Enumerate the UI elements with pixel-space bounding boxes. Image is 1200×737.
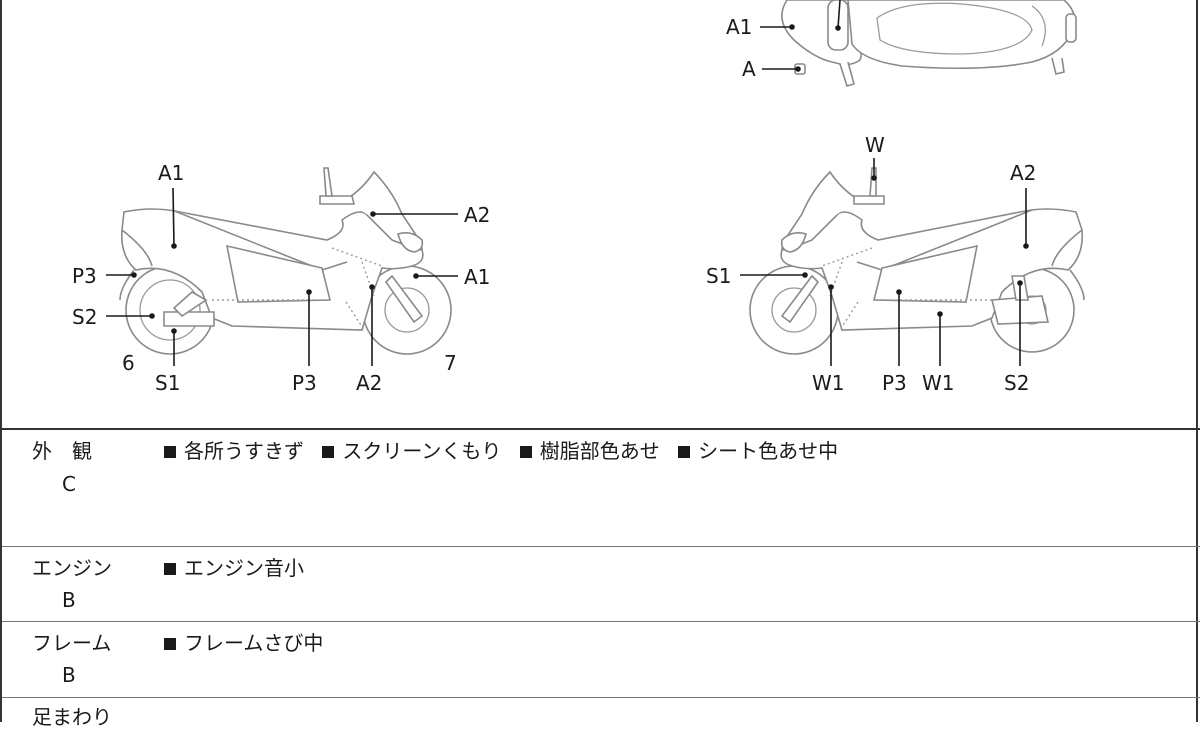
svg-text:S1: S1: [706, 264, 731, 288]
svg-text:A2: A2: [1010, 161, 1036, 185]
category-label: 外 観: [32, 439, 92, 463]
svg-text:A2: A2: [356, 371, 382, 395]
svg-text:W: W: [865, 133, 885, 157]
list-item: 樹脂部色あせ: [518, 439, 660, 463]
svg-text:W1: W1: [812, 371, 845, 395]
square-bullet-icon: [678, 445, 691, 458]
right-label-p3-bottom: P3: [882, 289, 907, 395]
item-list: エンジン音小: [162, 555, 314, 581]
svg-text:P3: P3: [882, 371, 907, 395]
list-item: 各所うすきず: [162, 439, 304, 463]
report-row-suspension: 足まわり: [2, 697, 1200, 737]
list-item: シート色あせ中: [676, 439, 838, 463]
right-view-scooter: [749, 167, 1085, 355]
inspection-report: 外 観 C 各所うすきず スクリーンくもり 樹脂部色あせ シート色あせ中 エンジ…: [2, 428, 1200, 737]
right-label-w-top: W: [865, 133, 885, 181]
svg-text:P3: P3: [292, 371, 317, 395]
square-bullet-icon: [322, 445, 335, 458]
right-label-w1-left: W1: [812, 284, 845, 395]
right-label-s1-side: S1: [706, 264, 808, 288]
square-bullet-icon: [164, 637, 176, 650]
list-item: スクリーンくもり: [320, 439, 501, 463]
right-label-a2-top: A2: [1010, 161, 1036, 249]
item-list: フレームさび中: [162, 630, 333, 656]
svg-text:A1: A1: [726, 15, 752, 39]
left-label-a2-top: A2: [370, 203, 490, 227]
svg-text:S2: S2: [72, 305, 97, 329]
report-row-exterior: 外 観 C 各所うすきず スクリーンくもり 樹脂部色あせ シート色あせ中: [2, 428, 1200, 546]
grade-value: B: [62, 588, 76, 612]
top-view-pointer-dot: [835, 25, 841, 31]
left-label-p3-bottom: P3: [292, 289, 317, 395]
svg-text:W1: W1: [922, 371, 955, 395]
top-view-label-a: A: [742, 57, 801, 81]
report-row-engine: エンジン B エンジン音小: [2, 546, 1200, 621]
grade-value: C: [62, 472, 76, 496]
left-label-p3-side: P3: [72, 264, 137, 288]
svg-text:A2: A2: [464, 203, 490, 227]
square-bullet-icon: [519, 445, 532, 458]
top-view-label-a1: A1: [726, 15, 795, 39]
square-bullet-icon: [164, 445, 176, 458]
motorcycle-diagram: A1 A: [2, 0, 1200, 430]
left-view-scooter: [119, 167, 452, 355]
svg-text:S1: S1: [155, 371, 180, 395]
left-front-wheel-number: 7: [444, 351, 457, 375]
square-bullet-icon: [164, 562, 176, 575]
item-list: 各所うすきず スクリーンくもり 樹脂部色あせ シート色あせ中: [162, 438, 848, 464]
svg-text:A1: A1: [158, 161, 184, 185]
top-view-pointer: [837, 0, 841, 29]
report-row-frame: フレーム B フレームさび中: [2, 621, 1200, 697]
category-label: エンジン: [32, 556, 112, 580]
right-label-s2-bottom: S2: [1004, 280, 1029, 395]
list-item: フレームさび中: [162, 631, 323, 655]
left-label-s2-side: S2: [72, 305, 155, 329]
svg-text:A1: A1: [464, 265, 490, 289]
category-label: フレーム: [32, 631, 112, 655]
svg-text:A: A: [742, 57, 756, 81]
top-view-drawing: [781, 0, 1077, 87]
category-label: 足まわり: [32, 705, 112, 729]
left-label-s1-bottom: S1: [155, 328, 180, 395]
left-label-a1-front: A1: [413, 265, 490, 289]
right-label-w1-right: W1: [922, 311, 955, 395]
left-label-a2-bottom: A2: [356, 284, 382, 395]
left-label-a1-top: A1: [158, 161, 184, 249]
scooter-illustration: A1 A: [72, 0, 1085, 395]
list-item: エンジン音小: [162, 556, 304, 580]
grade-value: B: [62, 663, 76, 687]
svg-text:P3: P3: [72, 264, 97, 288]
left-rear-wheel-number: 6: [122, 351, 135, 375]
svg-text:S2: S2: [1004, 371, 1029, 395]
